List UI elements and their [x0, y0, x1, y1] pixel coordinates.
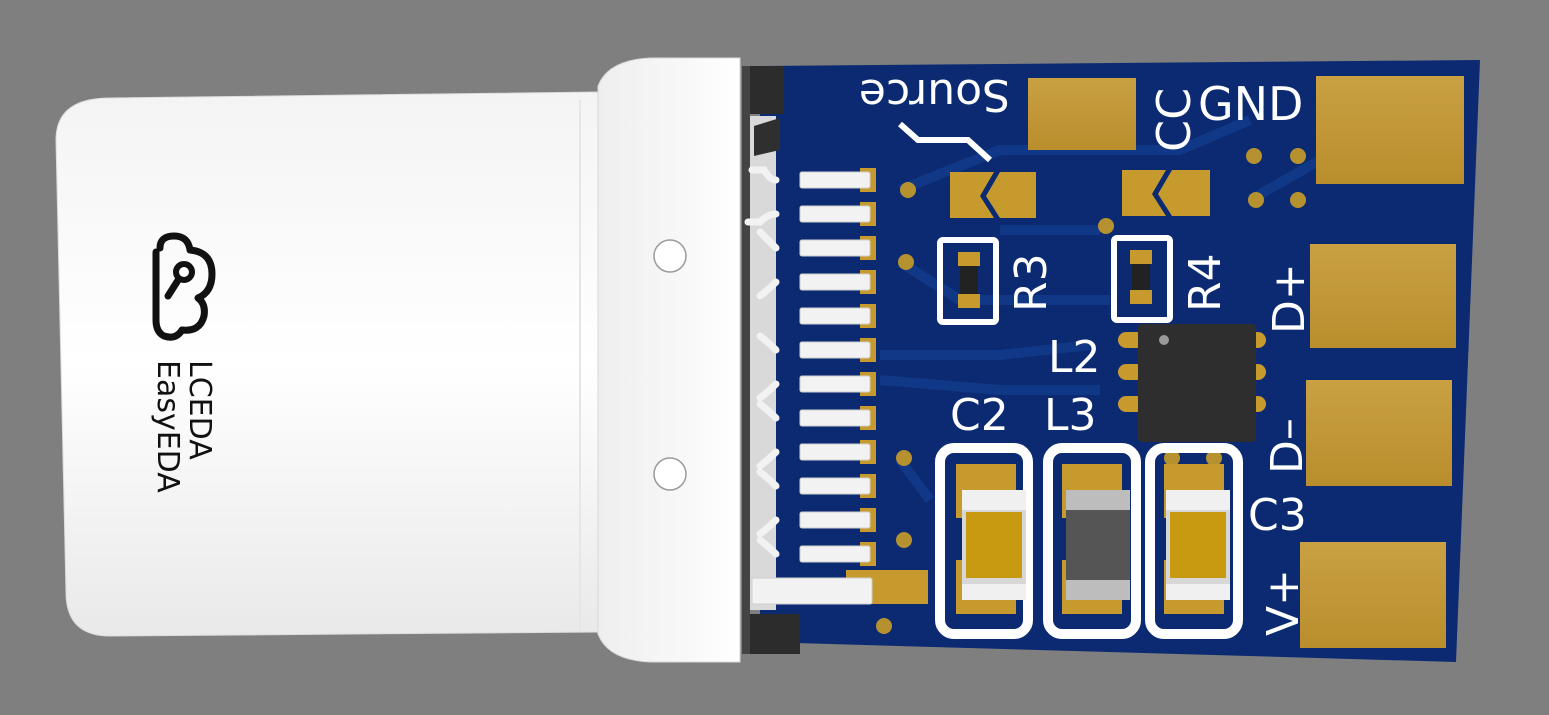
easyeda-cloud-logo-icon — [152, 232, 216, 341]
plug-body — [55, 91, 601, 637]
brand-line1: LCEDA — [182, 360, 217, 460]
label-l3: L3 — [1044, 390, 1097, 441]
capacitor-c3 — [1166, 490, 1230, 600]
resistor-r3 — [937, 237, 999, 325]
silk-jumper-mark — [898, 121, 993, 163]
plug-dimple-bottom — [653, 457, 687, 491]
silkscreen-labels: Source CC GND R3 R4 D+ D– L2 L3 C2 C3 V+ — [859, 69, 1315, 636]
label-d-minus: D– — [1262, 418, 1313, 474]
capacitor-c2 — [962, 490, 1026, 600]
label-gnd: GND — [1198, 77, 1303, 131]
plug-dimple-top — [653, 239, 687, 273]
label-r3: R3 — [1006, 253, 1057, 312]
pad-gnd — [1316, 76, 1464, 184]
label-source: Source — [859, 69, 1010, 120]
edge-pads — [1028, 76, 1464, 648]
passive-outlines — [935, 443, 1243, 639]
inductor-l3 — [1066, 490, 1130, 600]
resistor-r4 — [1111, 235, 1173, 323]
label-l2: L2 — [1048, 332, 1101, 383]
usb-c-plug: LCEDA EasyEDA — [55, 57, 741, 663]
pad-cc — [1028, 78, 1136, 150]
label-c2: C2 — [950, 390, 1009, 441]
ic-chip — [1118, 324, 1266, 442]
brand-line2: EasyEDA — [150, 360, 185, 493]
pcb-vias — [876, 148, 1306, 634]
pad-d-plus — [1310, 244, 1456, 348]
label-cc: CC — [1147, 88, 1201, 152]
plug-collar — [597, 57, 741, 663]
label-r4: R4 — [1180, 253, 1231, 312]
label-c3: C3 — [1248, 490, 1307, 541]
connector-pins — [744, 118, 928, 605]
label-v-plus: V+ — [1258, 569, 1309, 636]
solder-jumper-source — [950, 172, 1036, 218]
solder-jumper-cc — [1122, 170, 1210, 216]
label-d-plus: D+ — [1264, 263, 1315, 334]
pad-v-plus — [1300, 542, 1446, 648]
pad-d-minus — [1306, 380, 1452, 486]
pcb-traces — [879, 115, 1323, 503]
